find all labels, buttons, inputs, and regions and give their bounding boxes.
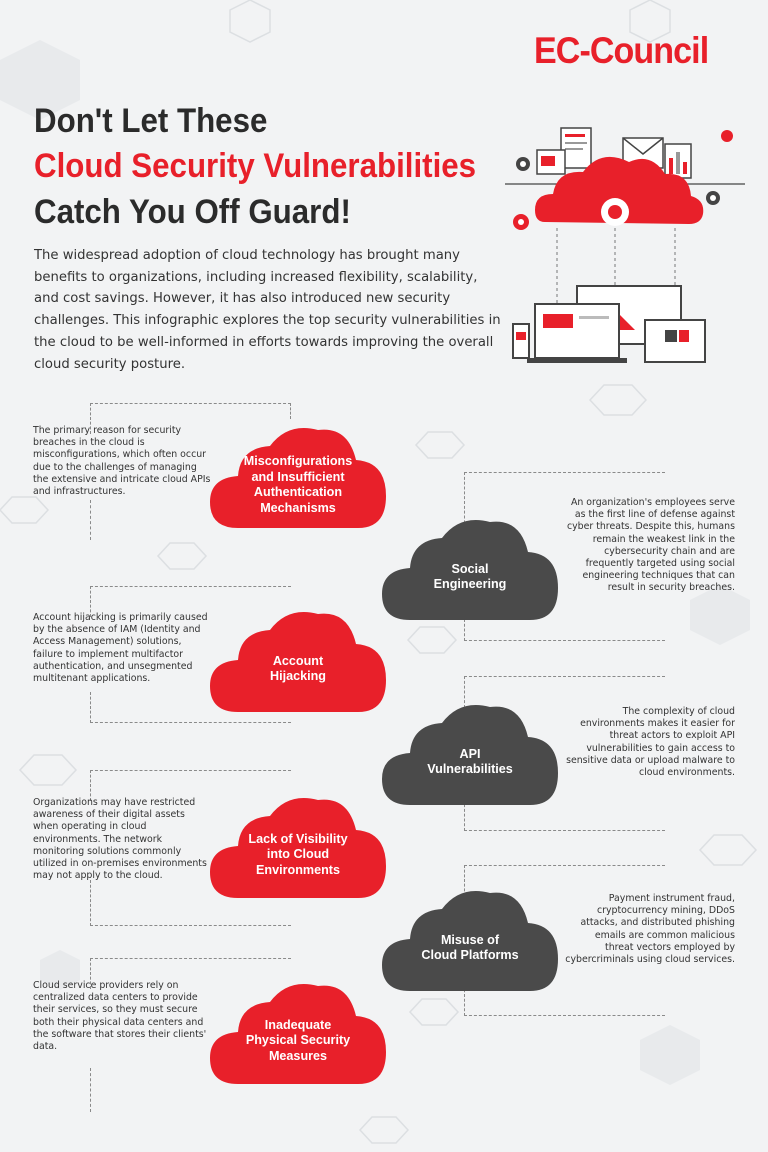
- cloud-shape: [382, 705, 558, 805]
- ec-council-logo: EC-Council: [534, 30, 709, 71]
- connector-4b: [464, 785, 665, 831]
- vulnerability-description: The primary reason for security breaches…: [33, 425, 211, 498]
- cloud-shape: [382, 520, 558, 620]
- cloud-shape: [210, 428, 386, 528]
- vulnerability-description: Organizations may have restricted awaren…: [33, 797, 207, 882]
- vulnerability-description: Cloud service providers rely on centrali…: [33, 980, 207, 1053]
- vulnerability-description: Account hijacking is primarily caused by…: [33, 612, 208, 685]
- connector-1-down: [90, 500, 91, 540]
- cloud-shape: [210, 612, 386, 712]
- vulnerability-description: The complexity of cloud environments mak…: [566, 706, 735, 779]
- connector-2b: [464, 600, 665, 641]
- title-line-3: Catch You Off Guard!: [34, 193, 351, 231]
- connector-7: [90, 958, 291, 989]
- cloud-shape: [210, 984, 386, 1084]
- cloud-shape: [210, 798, 386, 898]
- intro-paragraph: The widespread adoption of cloud technol…: [34, 248, 501, 372]
- connector-4: [464, 676, 665, 737]
- title-line-2: Cloud Security Vulnerabilities: [34, 147, 477, 185]
- connector-1: [90, 403, 291, 434]
- connector-1-right: [290, 403, 291, 419]
- connector-6: [464, 865, 665, 896]
- connector-3b: [90, 692, 291, 723]
- connector-2: [464, 472, 665, 533]
- vulnerability-description: Payment instrument fraud, cryptocurrency…: [565, 893, 735, 966]
- connector-3: [90, 586, 291, 617]
- connector-7b: [90, 1068, 91, 1112]
- cloud-shape: [382, 891, 558, 991]
- connector-5b: [90, 880, 291, 926]
- connector-5: [90, 770, 291, 801]
- title-line-1: Don't Let These: [34, 102, 268, 140]
- vulnerability-description: An organization's employees serve as the…: [566, 497, 735, 594]
- connector-6b: [464, 975, 665, 1016]
- cloud-devices-illustration: [505, 127, 745, 363]
